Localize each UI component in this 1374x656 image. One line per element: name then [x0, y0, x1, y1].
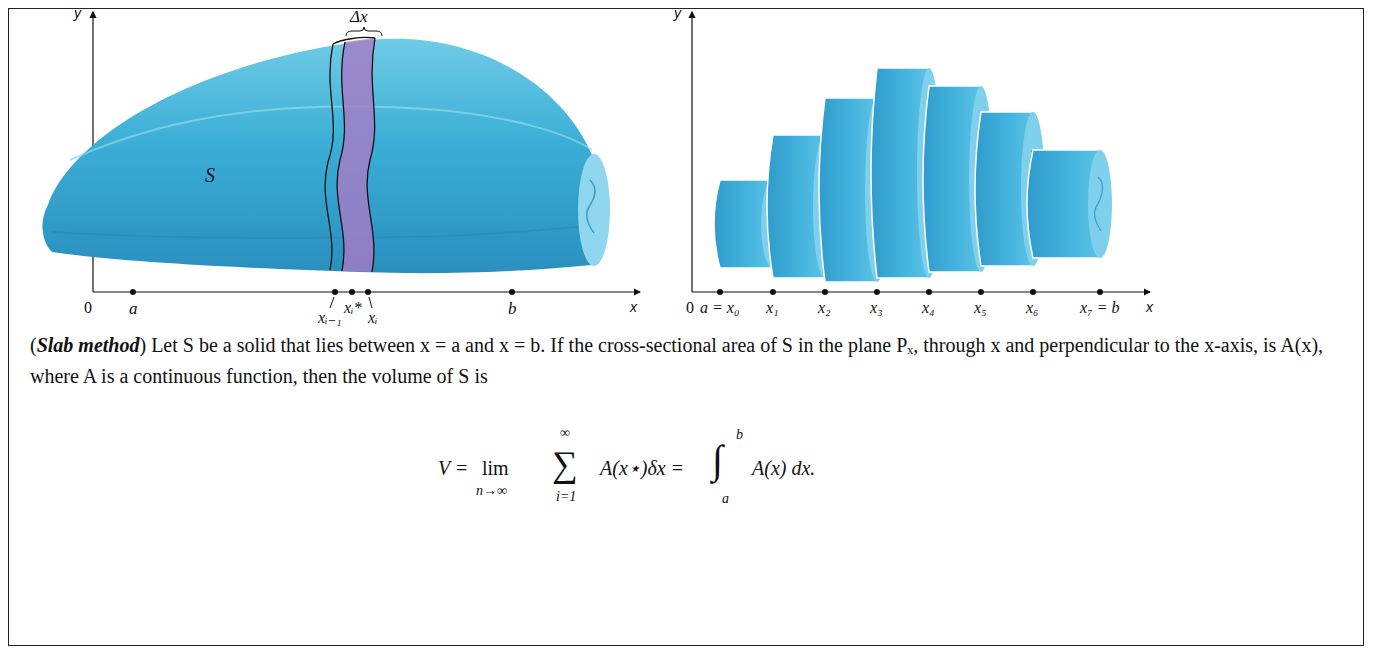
axis-label: y	[674, 6, 681, 20]
formula-part: ∫	[712, 440, 723, 480]
tick-label: xᵢ*	[344, 300, 362, 316]
tick-label: a	[129, 300, 138, 317]
formula-part: a	[722, 492, 729, 506]
axis-label: x	[1146, 300, 1153, 314]
delta-label: Δx	[350, 8, 368, 25]
axis-label: x	[630, 300, 637, 314]
tick-label: a = x₀	[700, 300, 739, 316]
tick-label: x₃	[870, 300, 883, 316]
origin-label: 0	[84, 300, 92, 316]
solid-label: S	[205, 165, 215, 185]
formula-part: ∞	[560, 426, 570, 440]
formula-part: V =	[438, 458, 468, 478]
tick-label: x₄	[922, 300, 935, 316]
tick-label: x₇ = b	[1080, 300, 1119, 316]
axis-label: y	[74, 6, 81, 20]
formula-part: i=1	[556, 490, 576, 504]
formula-part: b	[736, 428, 743, 442]
tick-label: x₆	[1026, 300, 1039, 316]
tick-label: x₁	[766, 300, 779, 316]
formula-part: A(x) dx.	[752, 458, 815, 478]
tick-label: x₅	[974, 300, 987, 316]
formula-part: n→∞	[476, 484, 507, 498]
definition-text: (Slab method) Let S be a solid that lies…	[30, 330, 1340, 392]
tick-label: b	[508, 300, 517, 317]
origin-label: 0	[686, 300, 694, 316]
formula-part: lim	[482, 458, 509, 478]
formula-part: ∑	[552, 446, 578, 482]
tick-label: xᵢ	[368, 310, 378, 326]
formula-part: A(x⋆)δx =	[600, 458, 684, 478]
tick-label: x₂	[818, 300, 831, 316]
tick-label: xᵢ₋₁	[318, 310, 342, 326]
